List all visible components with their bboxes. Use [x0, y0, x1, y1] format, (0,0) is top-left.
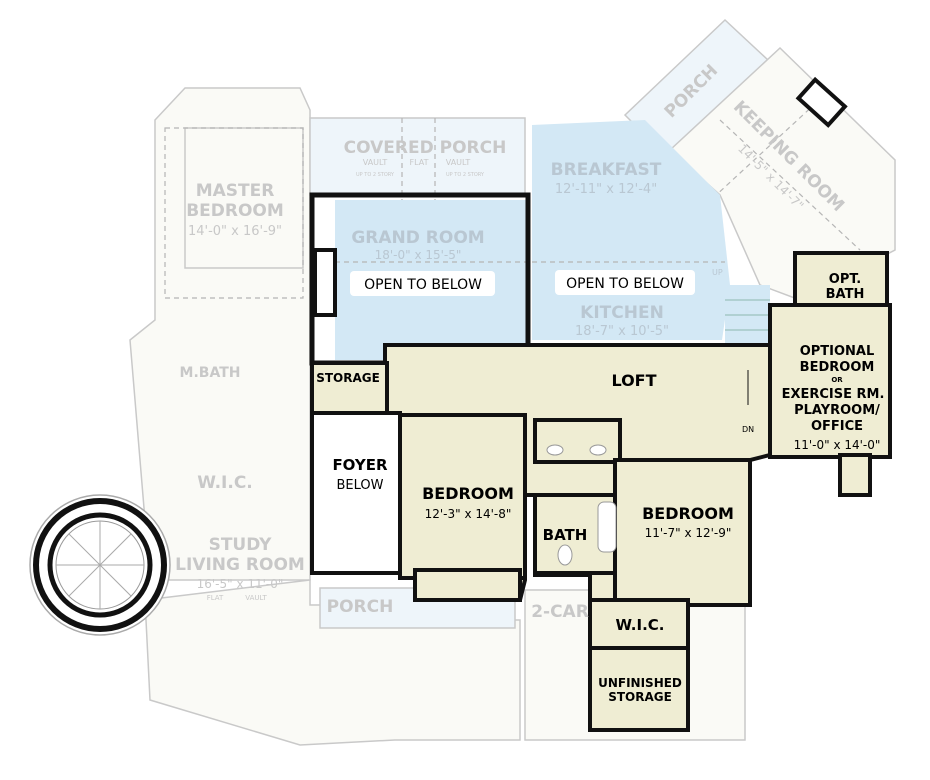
optional-bedroom-label: PLAYROOM/ [794, 403, 880, 418]
grand-room-dim: 18'-0" x 15'-5" [375, 248, 462, 262]
master-bedroom [184, 127, 304, 269]
bath-label: BATH [543, 526, 588, 544]
up-to-2-story-label: UP TO 2 STORY [446, 172, 485, 178]
turret-stair [29, 494, 171, 636]
fireplace [795, 76, 848, 128]
foyer-below-label: BELOW [337, 478, 384, 493]
sink-icon [589, 444, 607, 456]
optional-or-label: OR [831, 376, 843, 384]
optional-bedroom-label: EXERCISE RM. [782, 387, 885, 402]
up-to-2-story-label: UP TO 2 STORY [356, 172, 395, 178]
unfinished-storage-label: STORAGE [608, 690, 672, 704]
optional-bedroom[interactable] [768, 303, 892, 459]
opt-bath-label: BATH [826, 287, 865, 302]
storage[interactable] [310, 361, 389, 415]
optional-bedroom-dim: 11'-0" x 14'-0" [794, 438, 881, 452]
sink-icon [546, 444, 564, 456]
master-bedroom-label: BEDROOM [186, 201, 284, 221]
flat-label: FLAT [207, 594, 224, 602]
bedroom1-dim: 12'-3" x 14'-8" [425, 507, 512, 521]
optional-bedroom-label: OFFICE [811, 419, 863, 434]
up-label: UP [712, 268, 723, 277]
optional-bedroom-label: BEDROOM [800, 360, 875, 375]
fireplace-grand [313, 248, 337, 317]
kitchen-label: KITCHEN [580, 303, 664, 323]
study-dim: 16'-5" x 11'-0" [197, 577, 284, 591]
study-label: STUDY [209, 535, 273, 555]
breakfast-label: BREAKFAST [551, 160, 662, 180]
vault-label: VAULT [446, 158, 471, 167]
bedroom1-label: BEDROOM [422, 484, 514, 503]
vault-label: VAULT [245, 594, 267, 602]
vault-label: VAULT [363, 158, 388, 167]
toilet-icon [557, 544, 573, 566]
foyer-label: FOYER [332, 456, 388, 474]
garage-label: 2-CAR [531, 602, 589, 622]
foyer-below [310, 411, 402, 575]
master-bedroom-dim: 14'-0" x 16'-9" [188, 224, 282, 239]
open-to-below-label: OPEN TO BELOW [364, 277, 482, 293]
covered-porch-label: COVERED PORCH [344, 138, 507, 158]
opt-bath-label: OPT. [829, 272, 861, 287]
opt-bath[interactable] [793, 251, 889, 307]
bedroom-1[interactable] [398, 413, 527, 580]
wic-label: W.I.C. [615, 616, 664, 634]
wic-left-label: W.I.C. [197, 473, 253, 493]
bedroom2-label: BEDROOM [642, 504, 734, 523]
vanity [533, 418, 622, 464]
optional-bedroom-label: OPTIONAL [800, 344, 875, 359]
bathtub-icon [597, 501, 617, 553]
kitchen-dim: 18'-7" x 10'-5" [575, 324, 669, 339]
study-label: LIVING ROOM [175, 555, 305, 575]
flat-label: FLAT [410, 158, 429, 167]
bedroom2-dim: 11'-7" x 12'-9" [645, 526, 732, 540]
porch-bottom-label: PORCH [327, 597, 394, 617]
breakfast-dim: 12'-11" x 12'-4" [555, 182, 657, 197]
grand-room-label: GRAND ROOM [351, 228, 484, 248]
unfinished-storage[interactable] [588, 646, 690, 732]
m-bath-label: M.BATH [180, 365, 241, 381]
dn-label: DN [742, 425, 754, 434]
unfinished-storage-label: UNFINISHED [598, 676, 682, 690]
open-to-below-label: OPEN TO BELOW [566, 276, 684, 292]
loft-label: LOFT [611, 371, 656, 390]
storage-label: STORAGE [316, 371, 380, 385]
master-bedroom-label: MASTER [196, 181, 275, 201]
